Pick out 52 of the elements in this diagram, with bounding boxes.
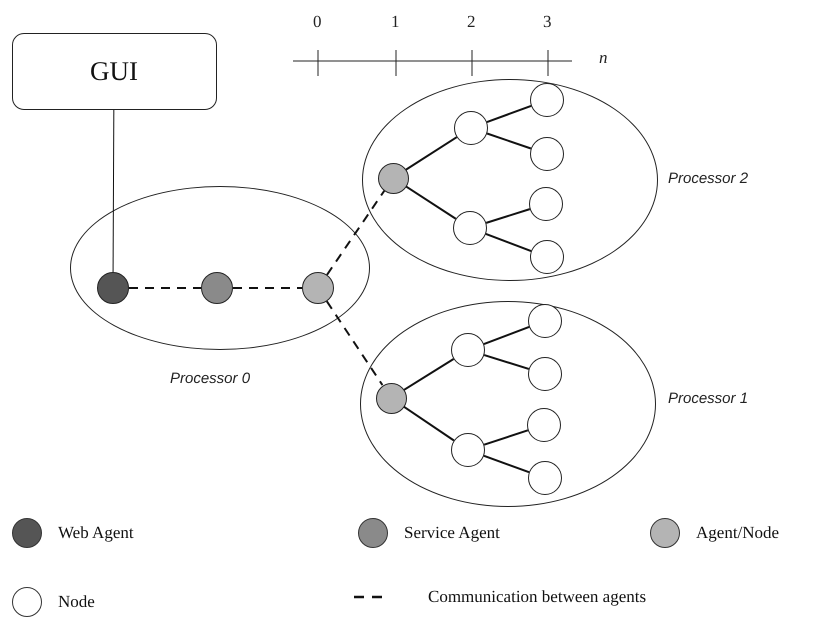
legend-label: Service Agent — [404, 523, 500, 543]
agent-circle — [528, 357, 562, 391]
agent-circle — [378, 162, 408, 194]
agent-circle — [453, 211, 487, 245]
agent-circle — [528, 461, 562, 495]
connector-line — [484, 454, 530, 474]
agent-circle — [527, 408, 561, 442]
axis-label: 0 — [313, 12, 322, 32]
dashed-connector — [233, 287, 302, 289]
agent-circle — [201, 272, 233, 304]
gui-box — [12, 32, 216, 110]
dashed-connector — [129, 287, 201, 289]
processor-ellipse — [70, 186, 370, 350]
processor-label: Processor 0 — [170, 370, 250, 387]
legend-label: Communication between agents — [428, 587, 646, 607]
agent-circle — [529, 187, 563, 221]
dashed-connector — [326, 190, 386, 276]
connector-line — [486, 233, 532, 252]
processor-ellipse — [360, 301, 656, 507]
axis-label: 1 — [391, 12, 400, 32]
node-label: GUI — [90, 56, 138, 86]
connector-line — [403, 406, 454, 442]
agent-circle — [530, 240, 564, 274]
legend-label: Agent/Node — [696, 523, 780, 543]
axis-label: 2 — [467, 12, 476, 32]
axis-label: n — [599, 48, 608, 68]
agent-circle — [302, 272, 334, 304]
axis-label: 3 — [543, 12, 552, 32]
connector-line — [484, 354, 530, 370]
connector-line — [404, 358, 454, 391]
agent-circle — [530, 83, 564, 117]
agent-circle — [451, 433, 485, 467]
processor-ellipse — [362, 79, 658, 281]
agent-circle — [454, 111, 488, 145]
processor-label: Processor 1 — [668, 390, 748, 407]
connector-line — [484, 429, 528, 446]
agent-circle — [530, 137, 564, 171]
legend-label: Node — [58, 592, 95, 612]
connector-line — [486, 132, 532, 150]
connector-line — [486, 104, 532, 124]
processor-label: Processor 2 — [668, 170, 748, 187]
legend-label: Web Agent — [58, 523, 134, 543]
dashed-connector — [326, 300, 384, 386]
agent-circle — [376, 382, 406, 414]
connector-line — [484, 326, 530, 345]
agent-circle — [97, 272, 129, 304]
connector-line — [112, 109, 114, 272]
agent-circle — [451, 333, 485, 367]
connector-line — [486, 208, 530, 224]
agent-circle — [528, 304, 562, 338]
connector-line — [406, 136, 458, 170]
connector-line — [405, 186, 456, 220]
